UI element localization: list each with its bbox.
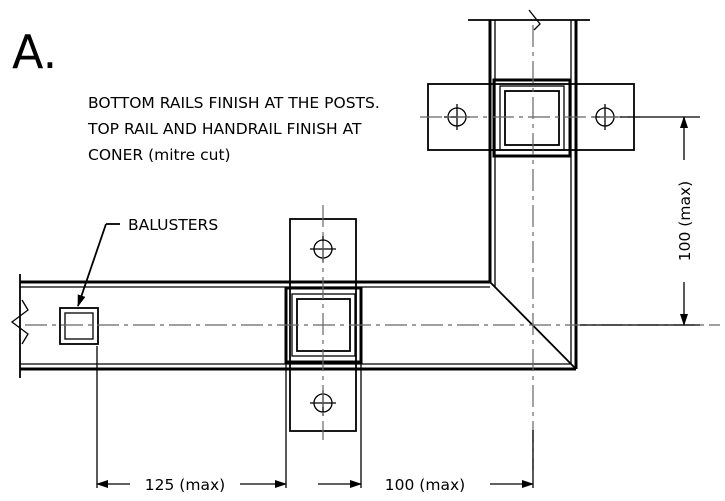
post-base-plate-upper [427,78,635,158]
dimension-125-label: 125 (max) [145,476,225,494]
note-line-2: TOP RAIL AND HANDRAIL FINISH AT [87,120,362,138]
baluster [59,307,99,345]
note-line-3: CONER (mitre cut) [88,146,231,164]
dimension-post-spacing: 100 (max) [318,476,534,494]
dimension-100-right-label: 100 (max) [676,181,694,261]
vertical-rail [468,9,590,370]
balusters-label: BALUSTERS [128,216,218,234]
balusters-callout: BALUSTERS [77,216,218,307]
centre-lines [25,25,720,470]
dimension-balusters-spacing: 125 (max) [96,476,287,494]
note-line-1: BOTTOM RAILS FINISH AT THE POSTS. [88,94,380,112]
extension-lines [96,116,700,488]
dimension-100-bottom-label: 100 (max) [385,476,465,494]
horizontal-rail [10,274,576,378]
detail-title: A. [12,25,57,79]
dimension-rail-offset: 100 (max) [676,116,694,326]
